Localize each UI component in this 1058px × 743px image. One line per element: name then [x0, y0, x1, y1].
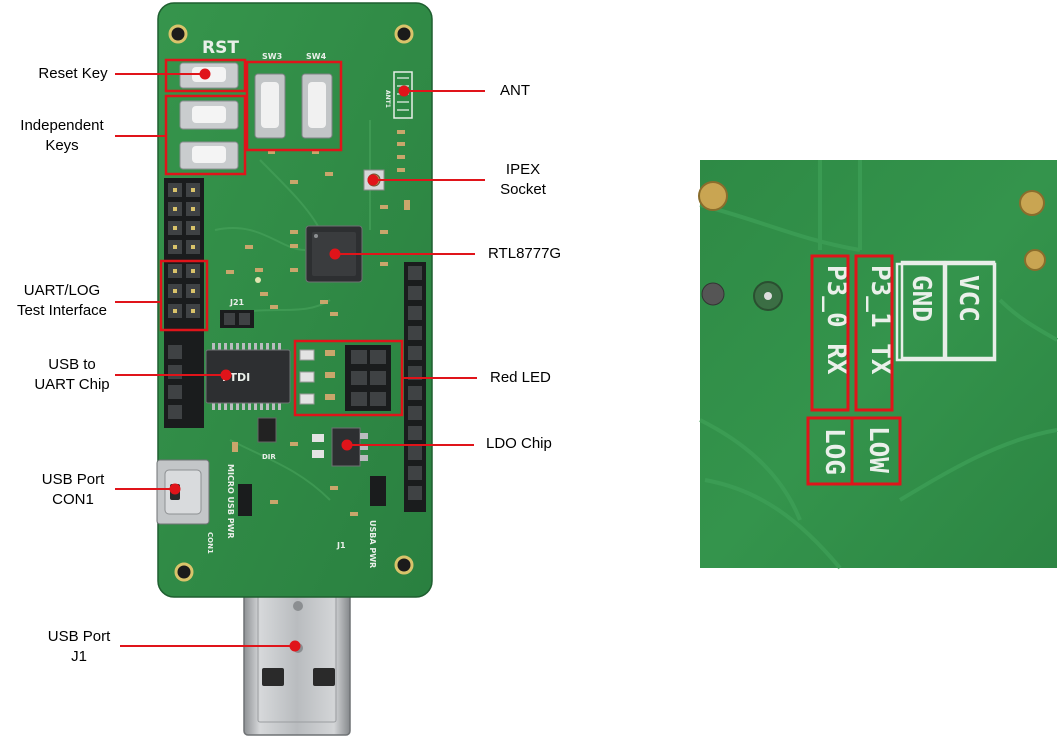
callout-usb-uart-chip-line2: UART Chip [34, 376, 110, 393]
callout-rtl8777g: RTL8777G [488, 244, 561, 264]
j21-jumper: J21 [220, 298, 254, 328]
callout-uart-log-line2: Test Interface [16, 302, 108, 319]
micro-usb-pwr-silkscreen: MICRO USB PWR [226, 464, 235, 539]
right-header-pins [404, 262, 426, 512]
callout-usb-port-con1-line2: CON1 [52, 491, 94, 508]
vcc-silkscreen: VCC [953, 275, 983, 322]
p3-1-tx-silkscreen: P3_1 TX [865, 265, 895, 375]
callout-independent-keys-line2: Keys [45, 137, 79, 154]
callout-independent-keys: Independent Keys [10, 116, 114, 156]
sw4-switch [301, 73, 333, 139]
callout-usb-port-j1-line2: J1 [71, 648, 87, 665]
callout-ldo-chip: LDO Chip [486, 434, 552, 454]
callout-ipex-socket-line1: IPEX [505, 161, 541, 178]
power-jumpers [238, 476, 386, 516]
independent-keys-highlight-right [245, 60, 343, 152]
tx-highlight [854, 254, 894, 412]
leader-lines [115, 68, 485, 652]
callout-reset-key: Reset Key [30, 64, 116, 84]
passive-components [226, 130, 410, 516]
callout-ipex-socket-line2: Socket [500, 181, 546, 198]
callout-usb-port-j1: USB Port J1 [36, 627, 122, 667]
pcb-board: RST SW3 SW4 ANT1 [156, 2, 433, 598]
rst-silkscreen: RST [202, 38, 239, 58]
callout-reset-key-line1: Reset Key [38, 65, 108, 82]
ant1-silkscreen: ANT1 [384, 90, 391, 108]
usb-plug-hole [313, 668, 335, 686]
led-components [299, 345, 391, 411]
independent-key-button [179, 141, 239, 170]
callout-independent-keys-line1: Independent [20, 117, 104, 134]
log-silkscreen: LOG [819, 428, 849, 475]
j21-silkscreen: J21 [229, 298, 245, 307]
low-highlight [850, 416, 902, 486]
gnd-silkscreen: GND [906, 275, 936, 322]
sw4-silkscreen: SW4 [306, 52, 327, 61]
ldo-chip-component [312, 427, 368, 467]
dir-switch: DIR [257, 417, 277, 461]
usb-plug-hole [262, 668, 284, 686]
independent-key-button [179, 100, 239, 130]
callout-uart-log-line1: UART/LOG [23, 282, 101, 299]
callout-ant-line1: ANT [500, 82, 530, 99]
p3-0-rx-silkscreen: P3_0 RX [821, 265, 851, 375]
con1-silkscreen: CON1 [206, 532, 214, 554]
sw3-silkscreen: SW3 [262, 52, 282, 61]
callout-ant: ANT [500, 81, 530, 101]
callout-ipex-socket: IPEX Socket [494, 160, 552, 200]
dir-silkscreen: DIR [262, 453, 276, 461]
ftdi-chip: FTDI [205, 343, 291, 410]
uart-log-highlight [159, 259, 209, 332]
sw3-switch [254, 73, 286, 139]
callout-usb-port-con1-line1: USB Port [41, 471, 105, 488]
callout-uart-log: UART/LOG Test Interface [6, 281, 118, 321]
left-header-pins [164, 178, 204, 428]
low-silkscreen: LOW [863, 426, 893, 473]
callout-rtl8777g-line1: RTL8777G [488, 245, 562, 262]
usba-pwr-silkscreen: USBA PWR [368, 520, 377, 568]
callout-usb-port-con1: USB Port CON1 [30, 470, 116, 510]
j1-silkscreen: J1 [336, 541, 346, 550]
callout-red-led-line1: Red LED [490, 369, 551, 386]
reset-key-highlight [164, 58, 247, 93]
callout-red-led: Red LED [490, 368, 551, 388]
zoom-inset: P3_0 RX P3_1 TX GND VCC LOG LOW [698, 160, 1058, 570]
callout-ldo-chip-line1: LDO Chip [486, 435, 552, 452]
callout-usb-uart-chip-line1: USB to [48, 356, 96, 373]
rx-highlight [810, 254, 850, 412]
callout-usb-uart-chip: USB to UART Chip [26, 355, 118, 395]
callout-usb-port-j1-line1: USB Port [47, 628, 111, 645]
